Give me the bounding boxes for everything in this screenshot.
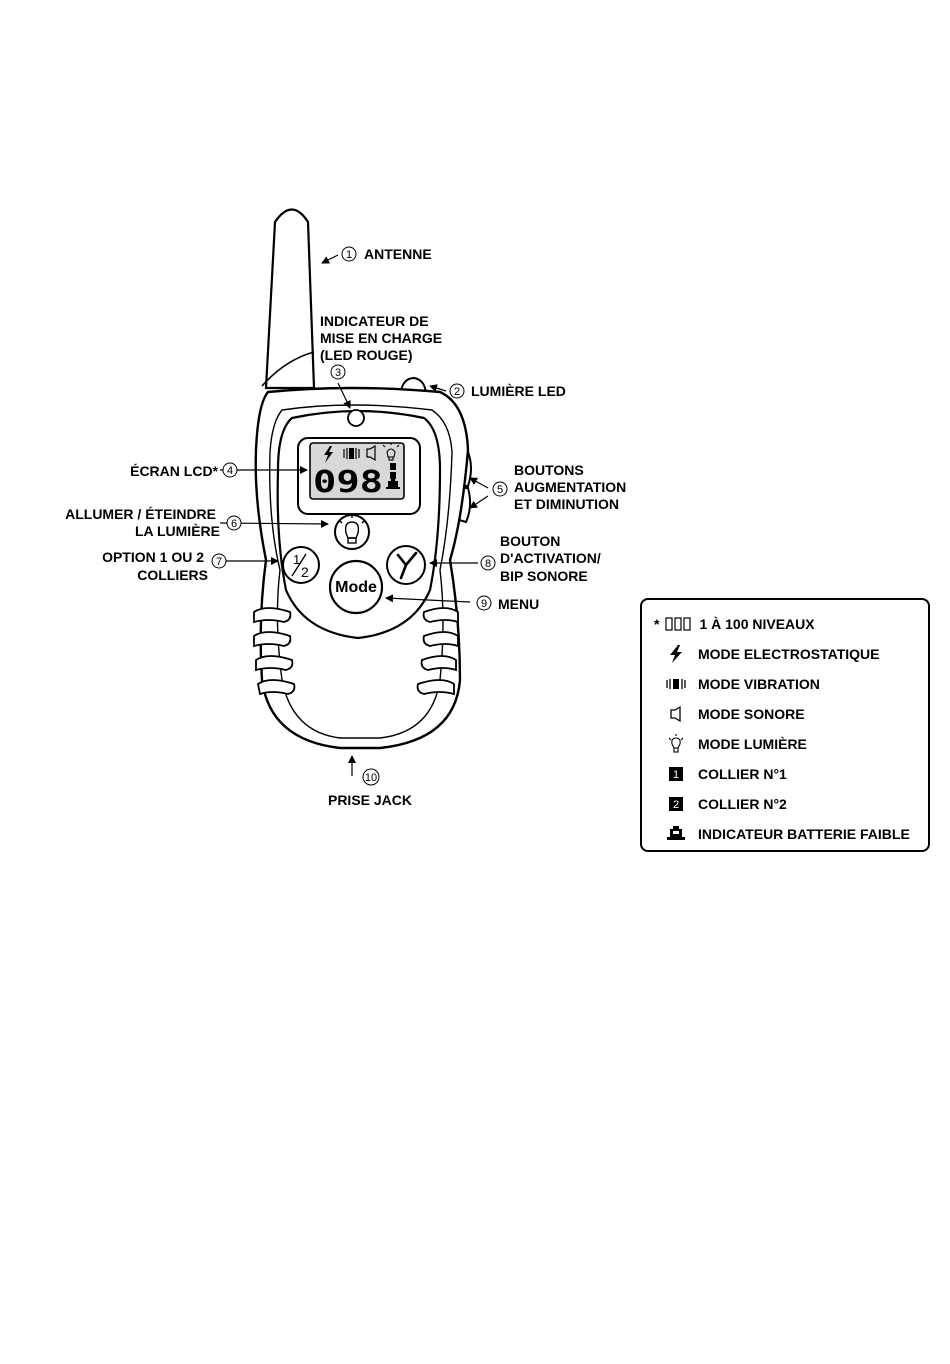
speaker-icon [654,706,698,722]
collar-2-icon: 2 [654,797,698,811]
mode-button[interactable] [328,559,384,615]
label-activation-line2: D'ACTIVATION/ [500,550,601,566]
legend-label-low-battery: INDICATEUR BATTERIE FAIBLE [698,826,910,842]
svg-text:3: 3 [335,367,341,379]
label-jack: PRISE JACK [328,792,412,808]
collar-button-top: 1 [293,552,300,567]
legend-item-low-battery: INDICATEUR BATTERIE FAIBLE [654,824,910,844]
svg-text:7: 7 [216,556,222,568]
legend-label-collar-2: COLLIER N°2 [698,796,787,812]
legend-item-collar-1: 1 COLLIER N°1 [654,764,787,784]
grip-ridges-left [253,607,296,696]
callout-numbers: 1 3 2 4 5 6 7 8 9 10 [211,246,508,786]
svg-text:8: 8 [485,558,491,570]
lcd-screen [309,442,405,500]
legend-label-vibration: MODE VIBRATION [698,676,820,692]
grip-ridges-right [416,607,459,696]
label-charge-line1: INDICATEUR DE [320,313,429,329]
lcd-collar-1-icon [390,463,396,470]
legend-box: * 1 À 100 NIVEAUX MODE ELECTROSTATIQUE M… [640,598,930,852]
legend-item-light: MODE LUMIÈRE [654,734,807,754]
svg-text:10: 10 [365,772,377,784]
vibration-icon [654,678,698,690]
label-led-light: LUMIÈRE LED [471,383,566,399]
label-activation-line1: BOUTON [500,533,560,549]
legend-label-sound: MODE SONORE [698,706,805,722]
light-button-bulb-icon [338,514,366,544]
lightbulb-icon [654,734,698,754]
lcd-collar-2-icon [390,472,396,479]
collar-option-button[interactable] [282,546,320,584]
svg-text:5: 5 [497,484,503,496]
label-light-line1: ALLUMER / ÉTEINDRE [65,506,216,522]
collar-1-icon: 1 [654,767,698,781]
charge-indicator-led [347,409,365,427]
label-buttons-line3: ET DIMINUTION [514,496,619,512]
legend-label-collar-1: COLLIER N°1 [698,766,787,782]
lcd-bulb-icon [382,443,400,461]
segment-digits-icon [663,617,693,631]
label-buttons-line1: BOUTONS [514,462,584,478]
collar-button-bottom: 2 [301,564,309,580]
legend-item-collar-2: 2 COLLIER N°2 [654,794,787,814]
svg-text:6: 6 [231,518,237,530]
label-activation-line3: BIP SONORE [500,568,588,584]
mode-button-label: Mode [335,579,377,596]
legend-item-sound: MODE SONORE [654,704,805,724]
label-collar-line2: COLLIERS [137,567,208,583]
svg-text:2: 2 [673,799,679,811]
legend-item-electrostatic: MODE ELECTROSTATIQUE [654,644,879,664]
legend-item-vibration: MODE VIBRATION [654,674,820,694]
activation-icon [396,551,418,580]
label-charge-line2: MISE EN CHARGE [320,330,442,346]
label-collar-line1: OPTION 1 OU 2 [102,549,204,565]
label-menu: MENU [498,596,539,612]
lcd-digits: 098 [313,465,383,500]
low-battery-icon [654,826,698,842]
light-button[interactable] [334,514,370,550]
lightning-icon [654,645,698,663]
lcd-speaker-icon [366,444,376,462]
label-antenna: ANTENNE [364,246,432,262]
svg-text:1: 1 [673,769,679,781]
lcd-vibration-icon [343,448,360,459]
antenna [264,208,316,390]
svg-text:2: 2 [454,386,460,398]
label-lcd-screen: ÉCRAN LCD* [130,463,218,479]
svg-text:1: 1 [346,249,352,261]
svg-text:4: 4 [227,465,233,477]
legend-label-levels: 1 À 100 NIVEAUX [699,616,815,632]
label-buttons-line2: AUGMENTATION [514,479,626,495]
svg-text:9: 9 [481,598,487,610]
label-charge-line3: (LED ROUGE) [320,347,413,363]
lcd-lightning-icon [324,446,333,463]
legend-label-light: MODE LUMIÈRE [698,736,807,752]
legend-asterisk: * [654,616,660,632]
legend-label-electrostatic: MODE ELECTROSTATIQUE [698,646,880,662]
label-light-line2: LA LUMIÈRE [135,523,220,539]
legend-item-levels: * 1 À 100 NIVEAUX [654,614,815,634]
lcd-low-battery-icon [386,478,400,489]
